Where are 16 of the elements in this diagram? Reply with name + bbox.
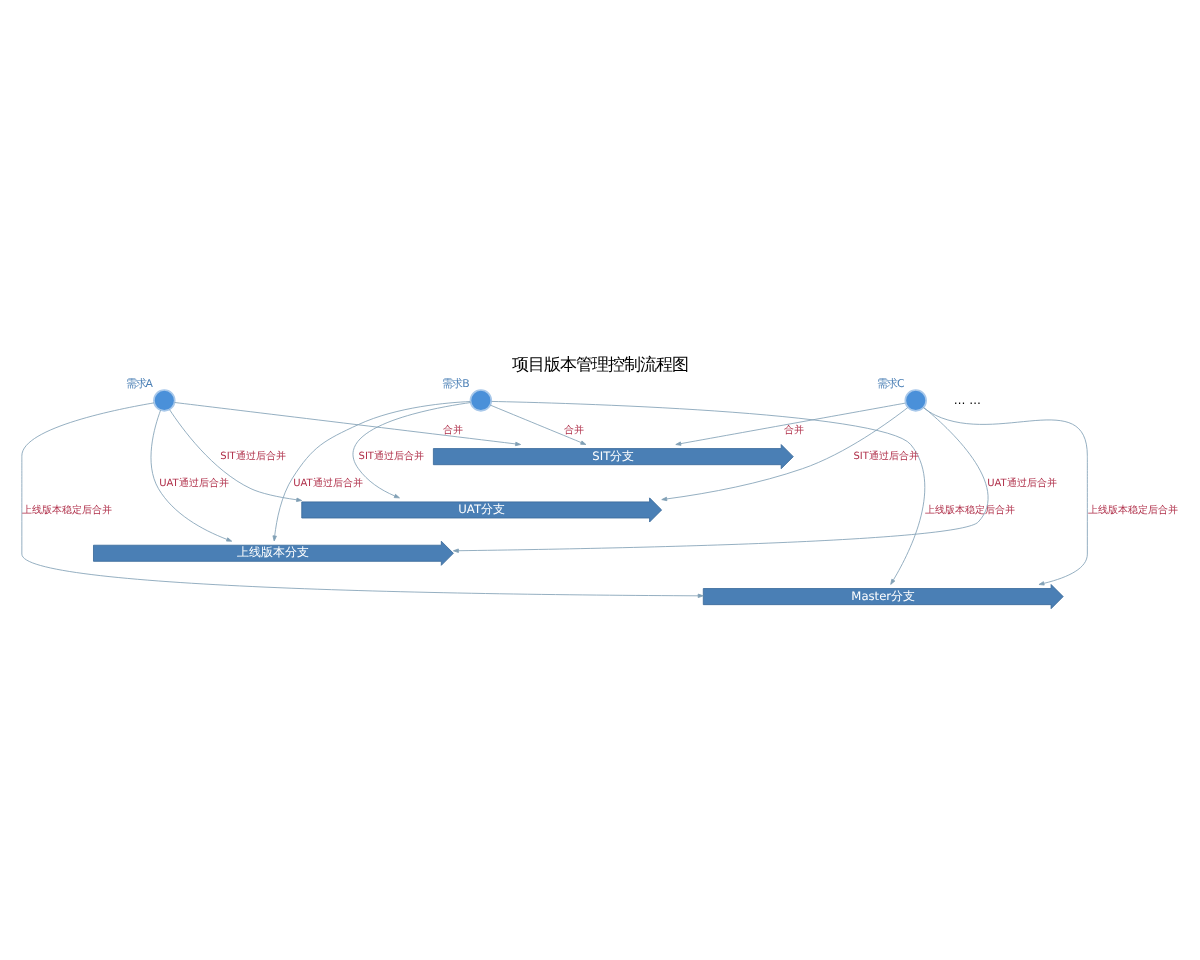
arrow <box>491 400 926 584</box>
arrow <box>169 408 303 501</box>
arrow <box>272 400 471 541</box>
arrow <box>489 403 587 444</box>
arrow <box>661 406 909 501</box>
arrow <box>923 406 1088 585</box>
arrow <box>150 408 233 541</box>
node-circle <box>469 388 493 411</box>
arrow <box>21 401 704 597</box>
node-circle <box>904 388 927 411</box>
arrow <box>174 401 521 446</box>
arrow <box>353 401 471 498</box>
arrow <box>675 401 906 445</box>
arrow <box>453 406 989 552</box>
diagram-title: 项目版本管理控制流程图 <box>512 352 688 373</box>
node-circle <box>153 388 176 411</box>
